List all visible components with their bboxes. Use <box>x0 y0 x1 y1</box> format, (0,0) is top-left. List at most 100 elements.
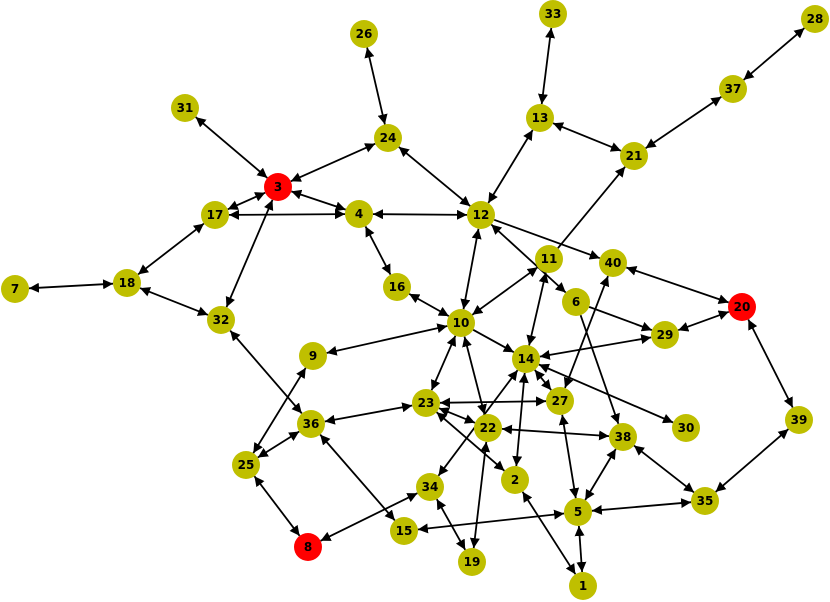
node-circle-5 <box>564 498 592 526</box>
edge-22-38 <box>501 424 610 441</box>
node-circle-26 <box>350 20 378 48</box>
node-label-5: 5 <box>574 505 582 519</box>
node-label-20: 20 <box>734 300 751 314</box>
node-circle-30 <box>672 414 700 442</box>
node-label-32: 32 <box>213 313 230 327</box>
edge-14-29 <box>539 334 652 360</box>
node-label-34: 34 <box>422 480 439 494</box>
node-label-19: 19 <box>464 555 481 569</box>
edge-11-21 <box>557 166 626 249</box>
node-27: 27 <box>546 387 574 415</box>
node-label-26: 26 <box>356 27 373 41</box>
edge-12-10 <box>460 228 482 310</box>
node-label-29: 29 <box>657 328 674 342</box>
node-36: 36 <box>297 410 325 438</box>
edge-2-1 <box>521 491 577 575</box>
node-label-3: 3 <box>274 180 282 194</box>
edge-25-8 <box>253 475 301 537</box>
edge-14-2 <box>512 372 529 467</box>
node-11: 11 <box>535 245 563 273</box>
edge-11-14 <box>526 272 549 346</box>
edge-23-36 <box>324 402 413 425</box>
node-circle-25 <box>232 451 260 479</box>
node-circle-32 <box>207 306 235 334</box>
node-circle-18 <box>113 269 141 297</box>
edge-7-18 <box>28 279 114 293</box>
node-circle-9 <box>299 342 327 370</box>
node-label-1: 1 <box>579 579 587 593</box>
node-label-6: 6 <box>572 295 580 309</box>
node-20: 20 <box>728 293 756 321</box>
node-circle-38 <box>609 423 637 451</box>
node-label-27: 27 <box>552 394 569 408</box>
node-6: 6 <box>562 288 590 316</box>
edge-37-28 <box>743 27 805 81</box>
node-circle-6 <box>562 288 590 316</box>
node-circle-39 <box>785 406 813 434</box>
edge-18-32 <box>139 287 209 316</box>
node-circle-23 <box>412 389 440 417</box>
edge-17-4 <box>228 209 346 220</box>
node-13: 13 <box>526 104 554 132</box>
node-circle-28 <box>801 5 829 33</box>
node-label-2: 2 <box>511 473 519 487</box>
node-22: 22 <box>474 414 502 442</box>
node-label-36: 36 <box>303 417 320 431</box>
node-24: 24 <box>374 124 402 152</box>
node-label-21: 21 <box>626 149 643 163</box>
node-3: 3 <box>264 173 292 201</box>
node-label-24: 24 <box>380 131 397 145</box>
edge-6-38 <box>579 314 620 425</box>
node-label-22: 22 <box>480 421 497 435</box>
node-circle-14 <box>512 345 540 373</box>
node-28: 28 <box>801 5 829 33</box>
node-circle-4 <box>345 200 373 228</box>
edge-38-35 <box>633 444 695 494</box>
edge-10-9 <box>326 323 448 356</box>
node-label-35: 35 <box>697 494 714 508</box>
node-circle-3 <box>264 173 292 201</box>
node-circle-19 <box>458 548 486 576</box>
edge-32-36 <box>229 330 303 414</box>
node-26: 26 <box>350 20 378 48</box>
node-circle-31 <box>171 94 199 122</box>
node-label-33: 33 <box>545 7 562 21</box>
node-label-31: 31 <box>177 101 194 115</box>
node-label-4: 4 <box>355 207 363 221</box>
node-35: 35 <box>691 487 719 515</box>
edge-11-10 <box>471 266 539 316</box>
node-16: 16 <box>383 273 411 301</box>
node-32: 32 <box>207 306 235 334</box>
node-23: 23 <box>412 389 440 417</box>
node-label-8: 8 <box>304 540 312 554</box>
edge-4-12 <box>372 209 468 220</box>
edge-20-39 <box>747 319 794 408</box>
node-circle-8 <box>294 533 322 561</box>
node-label-12: 12 <box>473 208 490 222</box>
edge-3-24 <box>290 142 376 183</box>
edge-12-6 <box>490 223 567 294</box>
node-17: 17 <box>201 201 229 229</box>
edge-23-22 <box>438 407 476 424</box>
node-label-13: 13 <box>532 111 549 125</box>
edge-35-39 <box>715 428 789 493</box>
node-label-10: 10 <box>453 316 470 330</box>
edge-16-10 <box>408 293 450 317</box>
node-circle-11 <box>535 245 563 273</box>
node-39: 39 <box>785 406 813 434</box>
node-circle-17 <box>201 201 229 229</box>
node-label-25: 25 <box>238 458 255 472</box>
edge-14-30 <box>538 363 674 424</box>
node-21: 21 <box>620 142 648 170</box>
edges-layer <box>28 27 805 575</box>
edge-12-13 <box>487 129 534 204</box>
edge-23-2 <box>436 411 505 472</box>
node-label-7: 7 <box>11 282 19 296</box>
node-circle-40 <box>599 249 627 277</box>
edge-38-5 <box>584 448 617 501</box>
edge-9-25 <box>252 367 307 454</box>
edge-13-33 <box>537 27 556 105</box>
edge-27-5 <box>558 414 580 499</box>
